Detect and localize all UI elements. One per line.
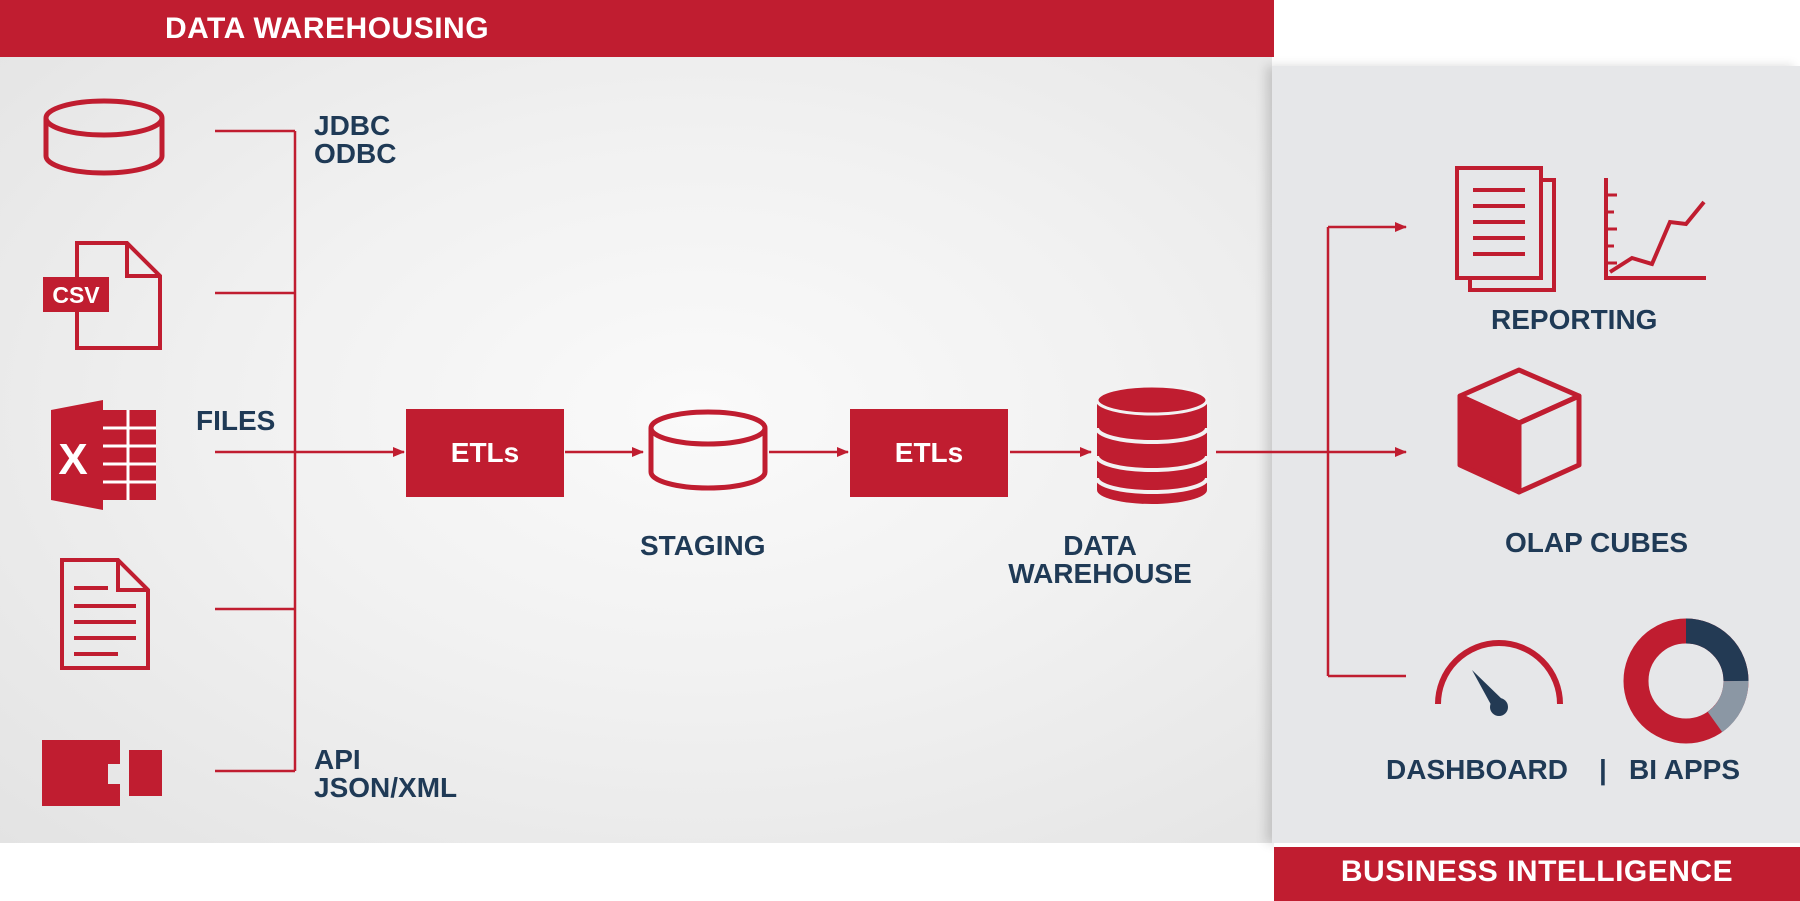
flow-arrows bbox=[215, 222, 1407, 678]
files-label: FILES bbox=[196, 405, 276, 436]
etl-box-2: ETLs bbox=[850, 409, 1008, 497]
dashboard-label: DASHBOARD bbox=[1386, 754, 1568, 785]
line-chart-icon bbox=[1604, 178, 1706, 280]
reporting-label: REPORTING bbox=[1491, 304, 1658, 335]
database-icon bbox=[43, 98, 165, 176]
data-warehouse-label: DATA WAREHOUSE bbox=[1008, 532, 1252, 588]
document-icon bbox=[60, 558, 150, 670]
data-warehousing-banner: DATA WAREHOUSING bbox=[0, 0, 1274, 57]
jdbc-label: JDBC bbox=[314, 110, 391, 141]
gauge-icon bbox=[1435, 640, 1563, 716]
report-pages-icon bbox=[1455, 166, 1556, 292]
database-stack-icon bbox=[1095, 384, 1209, 504]
business-intelligence-banner: BUSINESS INTELLIGENCE bbox=[1274, 843, 1800, 901]
data-warehouse-line-1: DATA bbox=[1063, 530, 1137, 561]
api-puzzle-icon bbox=[42, 740, 162, 806]
etl-box-1: ETLs bbox=[406, 409, 564, 497]
odbc-label: ODBC bbox=[314, 138, 397, 169]
csv-file-icon: CSV bbox=[43, 241, 162, 350]
label-separator: | bbox=[1599, 754, 1607, 785]
cube-icon bbox=[1457, 367, 1582, 495]
csv-badge-text: CSV bbox=[52, 282, 100, 308]
donut-chart-icon bbox=[1623, 618, 1749, 744]
json-xml-label: JSON/XML bbox=[314, 772, 458, 803]
staging-label: STAGING bbox=[640, 530, 766, 561]
excel-badge-text: X bbox=[58, 435, 87, 484]
excel-icon: X bbox=[51, 400, 156, 510]
staging-database-icon bbox=[648, 409, 768, 491]
api-label: API bbox=[314, 744, 361, 775]
olap-cubes-label: OLAP CUBES bbox=[1505, 527, 1689, 558]
bi-apps-label: BI APPS bbox=[1629, 754, 1740, 785]
data-warehouse-line-2: WAREHOUSE bbox=[1008, 558, 1192, 589]
